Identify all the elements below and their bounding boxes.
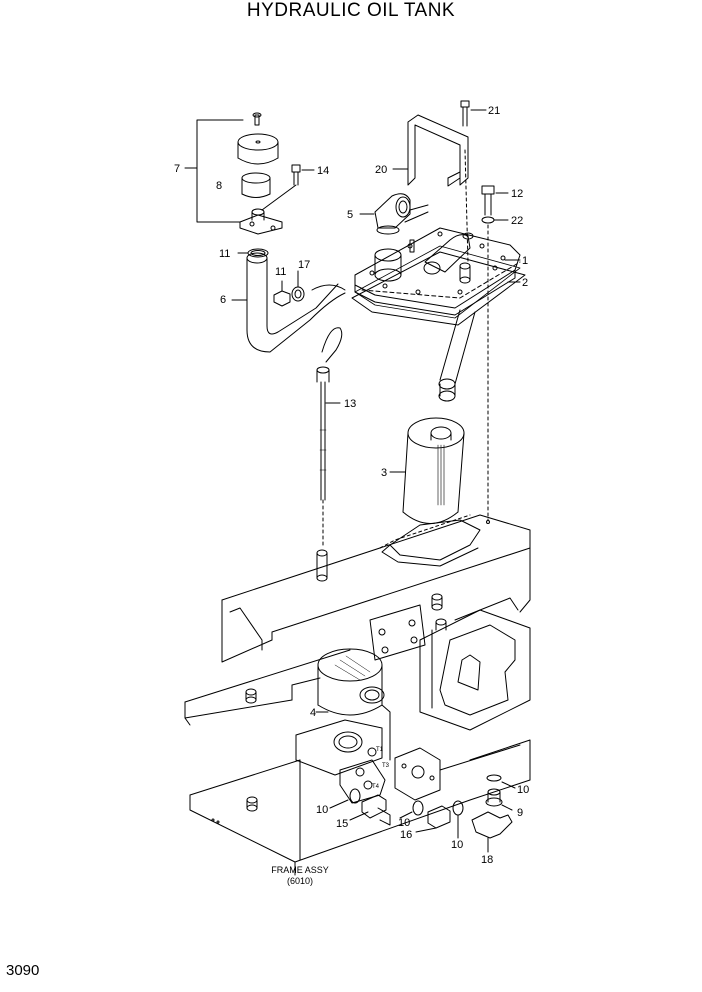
return-filter-element	[381, 417, 481, 567]
elbow-18	[471, 811, 513, 853]
o-ring-10b	[399, 800, 424, 819]
adapter-15	[349, 794, 391, 826]
frame-assy-label: FRAME ASSY	[271, 865, 329, 875]
callout-17: 17	[298, 259, 310, 271]
dipstick-13	[316, 327, 343, 582]
callout-8: 8	[216, 180, 222, 192]
callout-11-top: 11	[219, 248, 230, 260]
breather-assembly	[184, 112, 283, 235]
page-title: HYDRAULIC OIL TANK	[246, 0, 456, 21]
washer-22	[481, 216, 509, 524]
port-label-t1: T1	[376, 747, 384, 753]
plug-9	[485, 788, 513, 811]
bolt-14	[261, 164, 315, 211]
port-label-t4: T4	[372, 784, 380, 790]
callout-13: 13	[344, 398, 356, 410]
frame-assy-caption: FRAME ASSY (6010)	[250, 865, 350, 887]
callout-7: 7	[174, 163, 180, 175]
suction-pipe	[438, 309, 476, 402]
callout-14: 14	[317, 165, 329, 177]
callout-10-a: 10	[316, 804, 328, 816]
tank-cover-plate	[351, 227, 526, 326]
callout-9: 9	[517, 807, 523, 819]
callout-10-c: 10	[451, 839, 463, 851]
callout-15: 15	[336, 818, 348, 830]
hose-clamp-11-top	[237, 248, 269, 258]
port-label-t3: T3	[382, 763, 390, 769]
adapter-16	[415, 805, 451, 833]
callout-20: 20	[375, 164, 387, 176]
callout-18: 18	[481, 854, 493, 866]
callout-21: 21	[488, 105, 500, 117]
bolt-21	[460, 100, 487, 127]
callout-3: 3	[381, 467, 387, 479]
suction-filter-4	[315, 648, 391, 761]
callout-1: 1	[522, 255, 528, 267]
callout-5: 5	[347, 209, 353, 221]
frame-assy-code: (6010)	[286, 876, 313, 886]
bolt-12	[481, 185, 509, 216]
filler-cap-5	[359, 193, 429, 253]
bracket-20	[392, 114, 469, 263]
callout-10-d: 10	[517, 784, 529, 796]
callout-10-b: 10	[398, 817, 410, 829]
callout-12: 12	[511, 188, 523, 200]
callout-6: 6	[220, 294, 226, 306]
callout-4: 4	[310, 707, 316, 719]
callout-16: 16	[400, 829, 412, 841]
callout-2: 2	[522, 277, 528, 289]
o-ring-10d	[486, 774, 516, 789]
callout-11-mid: 11	[275, 266, 286, 278]
hose-6	[231, 252, 346, 353]
o-ring-10a	[329, 788, 361, 809]
callout-22: 22	[511, 215, 523, 227]
fitting-11-mid	[273, 280, 291, 307]
o-ring-10c	[452, 800, 464, 839]
page-number: 3090	[6, 962, 40, 979]
frame-assembly	[184, 514, 531, 876]
hose-clamp-17	[291, 270, 305, 302]
